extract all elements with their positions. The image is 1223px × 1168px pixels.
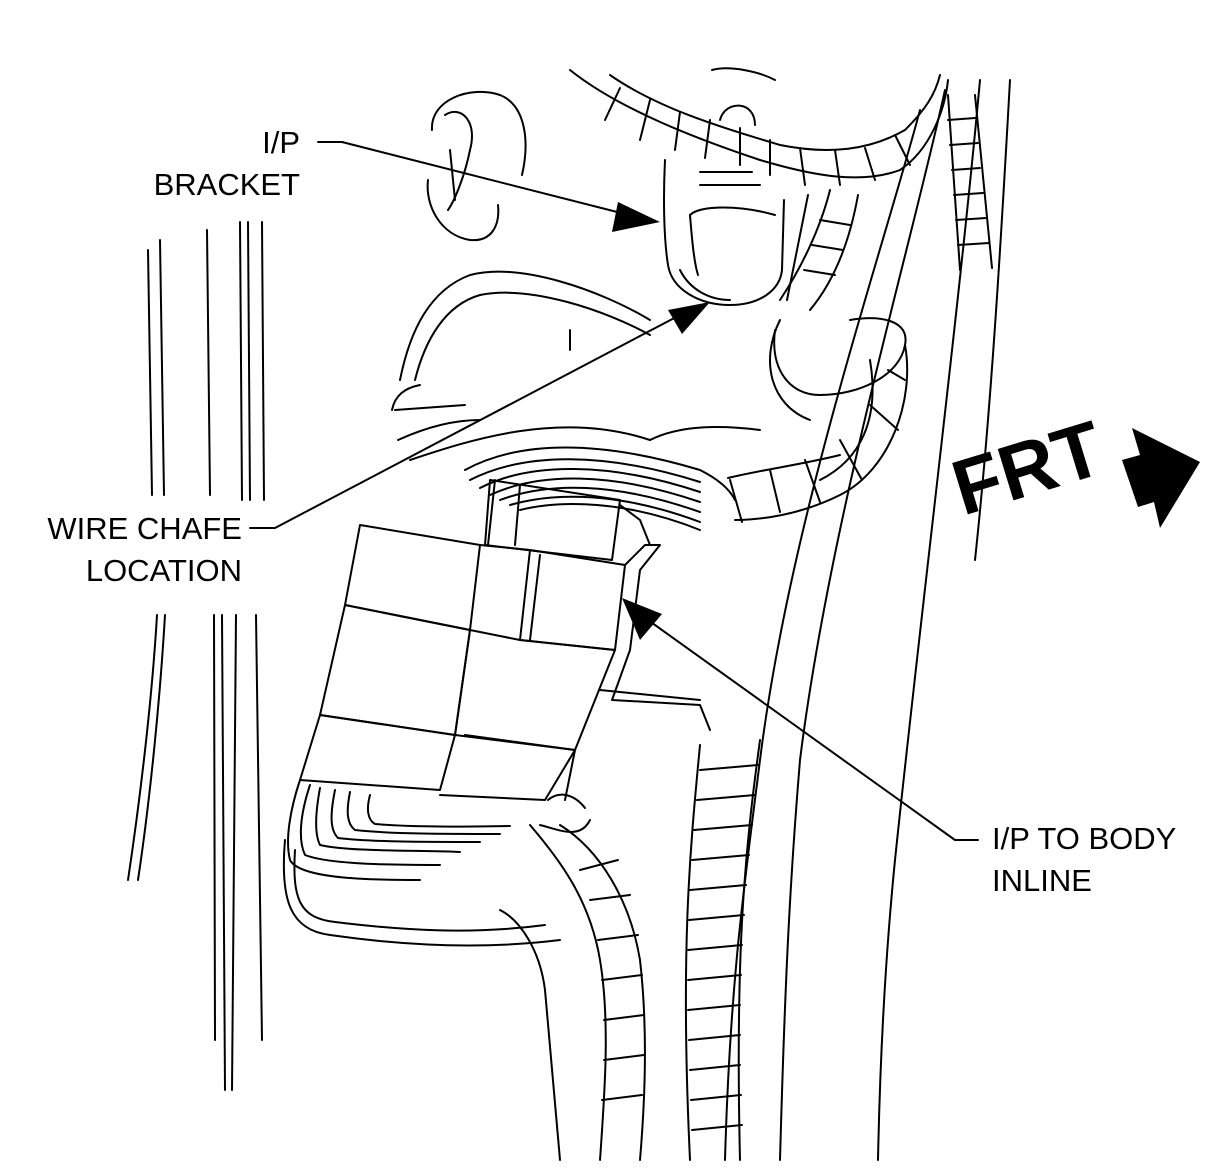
label-ip-bracket-line1: I/P — [262, 125, 300, 160]
label-ip-bracket: I/P BRACKET — [100, 122, 300, 206]
label-wire-chafe-location: WIRE CHAFE LOCATION — [10, 508, 242, 592]
arrowhead-ip-bracket — [612, 202, 660, 232]
label-wire-chafe-line1: WIRE CHAFE — [47, 511, 242, 546]
label-ip-body-line1: I/P TO BODY — [992, 821, 1177, 856]
lower-harness — [499, 824, 646, 1161]
front-direction-arrow — [1122, 428, 1200, 528]
left-trim-lines-upper — [147, 221, 265, 501]
connector-body — [299, 479, 711, 801]
oval-mount — [426, 90, 527, 242]
pillar-body — [724, 79, 1011, 1161]
left-trim-lines-lower — [127, 614, 263, 1091]
label-ip-bracket-line2: BRACKET — [153, 167, 300, 202]
label-ip-to-body-inline: I/P TO BODY INLINE — [992, 818, 1222, 902]
panel-outline — [391, 270, 761, 461]
right-lower-harness — [684, 739, 761, 1161]
arrowheads — [612, 202, 710, 640]
label-wire-chafe-line2: LOCATION — [85, 553, 242, 588]
leader-ip-bracket — [317, 141, 626, 215]
leader-ip-body — [647, 619, 979, 841]
leader-lines — [249, 141, 979, 841]
label-ip-body-line2: INLINE — [992, 863, 1092, 898]
ip-bracket-shape — [663, 159, 785, 306]
wire-bundle-bottom — [282, 779, 591, 947]
arrowhead-wire-chafe — [668, 302, 710, 334]
middle-harness — [727, 189, 909, 523]
wire-bundle-top — [464, 446, 736, 531]
top-harness — [569, 67, 949, 186]
right-vertical-harness — [947, 94, 993, 271]
leader-wire-chafe — [249, 314, 681, 529]
arrowhead-ip-body — [622, 598, 662, 640]
